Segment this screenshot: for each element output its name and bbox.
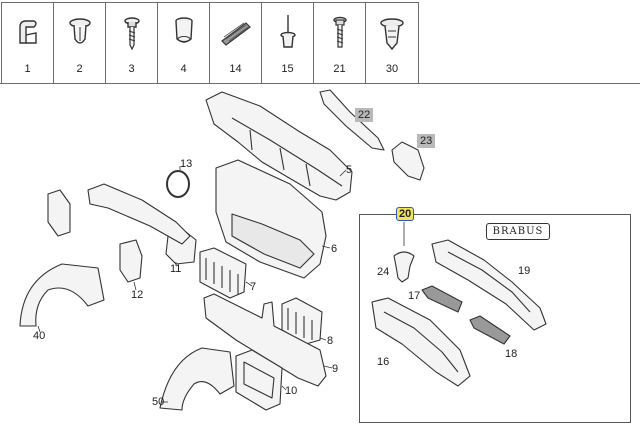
- callout-24[interactable]: 24: [377, 266, 390, 278]
- thumb-label: 1: [24, 63, 31, 75]
- part-16-shape: [371, 297, 471, 387]
- thumb-label: 3: [128, 63, 135, 75]
- blind-rivet-icon: [280, 15, 296, 48]
- thumb-label: 2: [76, 63, 83, 75]
- callout-5[interactable]: 5: [346, 164, 353, 176]
- part-19-shape: [431, 239, 547, 331]
- thumb-label: 21: [333, 63, 346, 75]
- small-parts-strip: 1 2 3 4: [1, 2, 419, 84]
- bolt-icon: [333, 16, 347, 48]
- expanding-clip-icon: [380, 18, 404, 51]
- part-17-shape: [421, 285, 463, 313]
- thumb-label: 14: [229, 63, 242, 75]
- callout-6[interactable]: 6: [331, 243, 338, 255]
- spring-clip-icon: [19, 20, 37, 44]
- callout-18[interactable]: 18: [505, 348, 518, 360]
- part-22-shape: [319, 89, 385, 151]
- part-50-shape: [159, 347, 235, 411]
- thumb-part-2[interactable]: 2: [54, 3, 106, 83]
- callout-11[interactable]: 11: [170, 263, 182, 275]
- callout-20[interactable]: 20: [396, 207, 415, 221]
- part-12-shape: [119, 239, 143, 283]
- callout-10[interactable]: 10: [285, 385, 298, 397]
- callout-50[interactable]: 50: [152, 396, 165, 408]
- callout-17[interactable]: 17: [408, 290, 421, 302]
- brabus-inset-frame: [359, 214, 631, 423]
- callout-23[interactable]: 23: [417, 134, 436, 148]
- rail-shape: [87, 183, 191, 245]
- callout-8[interactable]: 8: [327, 335, 334, 347]
- part-9-shape: [203, 293, 327, 387]
- callout-22[interactable]: 22: [355, 108, 374, 122]
- thumb-label: 30: [385, 63, 399, 75]
- thumb-part-15[interactable]: 15: [262, 3, 314, 83]
- part-40-shape: [19, 263, 105, 327]
- grommet-icon: [175, 17, 193, 43]
- part-10-shape: [235, 349, 283, 411]
- callout-19[interactable]: 19: [518, 265, 531, 277]
- foam-strip-icon: [221, 22, 251, 46]
- brabus-logo: BRABUS: [486, 223, 550, 240]
- push-rivet-icon: [69, 18, 91, 44]
- thumb-part-14[interactable]: 14: [210, 3, 262, 83]
- callout-9[interactable]: 9: [332, 363, 339, 375]
- thumb-label: 15: [281, 63, 294, 75]
- part-13-shape: [166, 170, 190, 198]
- thumb-part-4[interactable]: 4: [158, 3, 210, 83]
- main-frame: [0, 83, 640, 433]
- thumb-part-1[interactable]: 1: [2, 3, 54, 83]
- callout-12[interactable]: 12: [131, 289, 144, 301]
- part-23-shape: [391, 141, 425, 181]
- thumb-part-30[interactable]: 30: [366, 3, 418, 83]
- part-24-shape: [393, 251, 415, 283]
- callout-16[interactable]: 16: [377, 356, 390, 368]
- part-18-shape: [469, 315, 511, 345]
- thumb-part-21[interactable]: 21: [314, 3, 366, 83]
- thumb-label: 4: [180, 63, 187, 75]
- screw-icon: [124, 17, 140, 51]
- callout-7[interactable]: 7: [250, 281, 257, 293]
- thumb-part-3[interactable]: 3: [106, 3, 158, 83]
- part-7-shape: [199, 247, 247, 299]
- callout-13[interactable]: 13: [180, 158, 193, 170]
- callout-40[interactable]: 40: [33, 330, 46, 342]
